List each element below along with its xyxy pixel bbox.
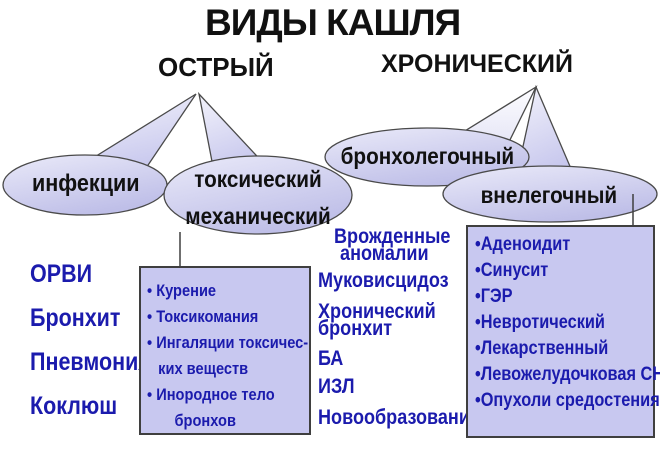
bubble-bronchopulmonary <box>324 127 530 187</box>
list-item: Врожденные аномалии <box>334 225 451 265</box>
list-item: Муковисцидоз <box>318 269 449 292</box>
list-item: Хронический бронхит <box>318 300 436 340</box>
bubble-extrapulmonary <box>442 165 658 223</box>
bubble-label-extrapulmonary: внелегочный <box>480 182 618 208</box>
list-item: Токсикомания <box>147 304 285 330</box>
page-title: ВИДЫ КАШЛЯ <box>205 2 461 43</box>
list-item: Ингаляции токсичес- <box>147 330 308 356</box>
bubble-toxic-mechanical <box>163 155 353 235</box>
list-item: Опухоли средостения <box>475 388 660 414</box>
list-item: Синусит <box>475 258 628 284</box>
list-item: Лекарственный <box>475 336 628 362</box>
list-item: Инородное тело <box>147 382 285 408</box>
branch-acute-heading: ОСТРЫЙ <box>158 52 274 82</box>
list-item: Бронхит <box>30 304 121 332</box>
list-item: Новообразования <box>318 406 481 429</box>
list-item: Коклюш <box>30 392 118 420</box>
list-item: Курение <box>147 278 285 304</box>
list-item-continuation: ких веществ <box>158 359 249 378</box>
acute-infections-list: ОРВИ Бронхит Пневмония Коклюш <box>30 262 171 438</box>
list-item: Пневмония <box>30 348 151 376</box>
list-item-continuation: бронхов <box>174 411 236 430</box>
branch-chronic-heading: ХРОНИЧЕСКИЙ <box>381 50 573 78</box>
toxic-mechanical-box: Курение Токсикомания Ингаляции токсичес-… <box>139 266 311 435</box>
list-item: Аденоидит <box>475 232 628 258</box>
bubble-label-bronchopulmonary: бронхолегочный <box>340 143 514 169</box>
toxic-line2: механический <box>185 203 331 229</box>
bubble-label-toxic-mechanical: токсический механический <box>164 161 352 235</box>
list-item: ГЭР <box>475 284 628 310</box>
list-item: Левожелудочковая СН <box>475 362 660 388</box>
list-item: Невротический <box>475 310 628 336</box>
extrapulmonary-box: Аденоидит Синусит ГЭР Невротический Лека… <box>466 225 660 438</box>
bubble-label-infections: инфекции <box>32 170 140 197</box>
toxic-line1: токсический <box>194 166 322 192</box>
list-item: БА <box>318 347 344 370</box>
list-item: ИЗЛ <box>318 375 355 398</box>
list-item: ОРВИ <box>30 260 93 288</box>
